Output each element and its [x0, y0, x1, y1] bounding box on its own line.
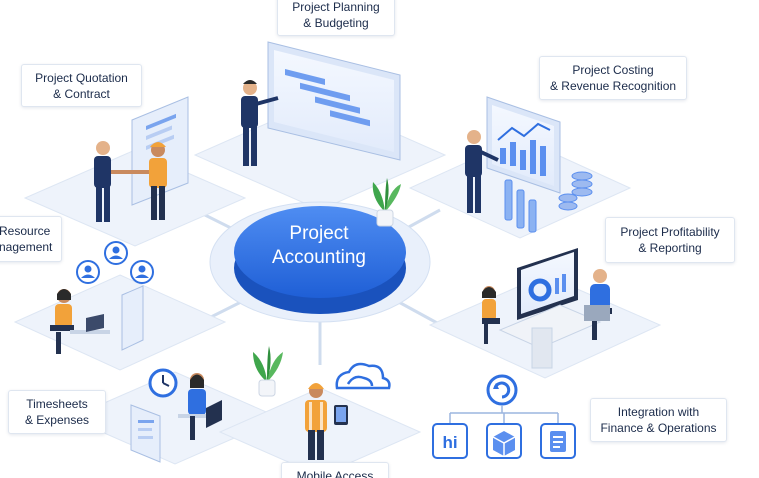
plant-decoration: [253, 346, 283, 397]
planning-screen-illustration: [241, 41, 401, 166]
timesheet-clock-illustration: [130, 368, 222, 463]
hi-app-icon: hi: [432, 423, 468, 459]
user-avatar-icon: [130, 260, 154, 284]
sync-icon: [486, 374, 518, 406]
central-disc: [209, 201, 431, 323]
label-line: Project Profitability: [620, 225, 720, 239]
center-title-line1: Project: [289, 223, 349, 244]
label-line: Integration with: [617, 405, 700, 419]
cloud-upload-icon: [335, 362, 391, 390]
label-project-quotation: Project Quotation & Contract: [21, 64, 142, 107]
label-line: Project Planning: [292, 0, 380, 14]
user-avatar-icon: [76, 260, 100, 284]
label-line: Mobile Access: [296, 469, 374, 478]
label-project-profitability: Project Profitability & Reporting: [605, 217, 735, 263]
label-line: Timesheets: [26, 397, 88, 411]
reporting-workstation-illustration: [482, 248, 612, 369]
box-icon: [486, 423, 522, 459]
label-line: Project Costing: [572, 63, 654, 77]
label-line: & Contract: [53, 86, 110, 101]
label-timesheets-expenses: Timesheets & Expenses: [8, 390, 106, 434]
document-icon: [540, 423, 576, 459]
label-resource-management: Resource nagement: [0, 216, 62, 262]
center-title: Project Accounting: [238, 222, 400, 270]
integration-illustration: hi: [432, 374, 576, 459]
label-line: & Revenue Recognition: [549, 79, 677, 93]
label-mobile-access: Mobile Access: [281, 462, 389, 478]
label-integration: Integration with Finance & Operations: [590, 398, 727, 442]
user-avatar-icon: [104, 241, 128, 265]
label-line: & Budgeting: [303, 16, 369, 30]
center-title-line2: Accounting: [271, 247, 366, 268]
label-line: & Expenses: [24, 413, 90, 427]
costing-chart-illustration: [465, 96, 593, 233]
label-line: Resource: [0, 224, 51, 238]
resource-people-illustration: [50, 241, 154, 354]
label-line: nagement: [0, 240, 53, 254]
plant-decoration: [372, 178, 401, 227]
mobile-worker-illustration: [305, 362, 391, 460]
label-line: & Reporting: [638, 241, 702, 255]
label-line: Finance & Operations: [600, 421, 717, 435]
label-project-costing: Project Costing & Revenue Recognition: [539, 56, 687, 100]
label-project-planning: Project Planning & Budgeting: [277, 0, 395, 36]
svg-text:hi: hi: [442, 433, 457, 452]
contract-handshake-illustration: [94, 96, 189, 222]
clock-icon: [148, 368, 178, 398]
label-line: Project Quotation: [35, 70, 128, 85]
